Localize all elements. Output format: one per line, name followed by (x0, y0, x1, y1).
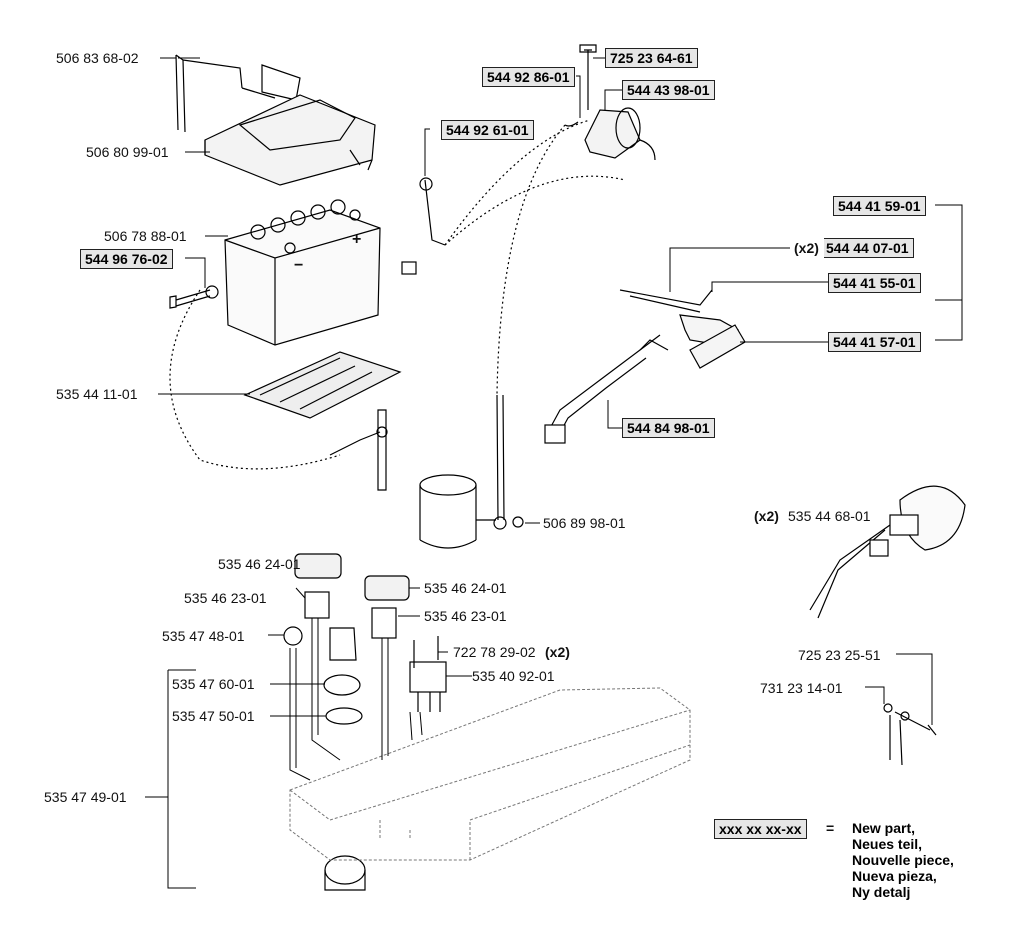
battery-minus-mark: − (294, 257, 304, 274)
starter-solenoid (564, 44, 656, 161)
relay (409, 661, 447, 693)
box-544-84-98-01: 544 84 98-01 (622, 418, 715, 438)
ignition-switch (324, 870, 366, 891)
safety-switch-harness (544, 289, 746, 444)
switch-wiring (289, 618, 423, 781)
legend-line-de: Neues teil, (852, 836, 923, 852)
label-722-78-29-02: 722 78 29-02 (453, 644, 536, 660)
box-544-92-86-01: 544 92 86-01 (482, 67, 575, 87)
battery-bolt (169, 285, 219, 309)
battery-mat (243, 351, 402, 419)
legend-line-sv: Ny detalj (852, 884, 911, 900)
label-725-23-25-51: 725 23 25-51 (798, 647, 881, 663)
label-535-47-49-01: 535 47 49-01 (44, 789, 127, 805)
battery-plus-mark: + (352, 231, 362, 248)
battery (224, 199, 381, 346)
label-535-46-23-01-b: 535 46 23-01 (424, 608, 507, 624)
box-544-96-76-02: 544 96 76-02 (80, 249, 173, 269)
key-grommet (323, 674, 361, 696)
label-535-47-48-01: 535 47 48-01 (162, 628, 245, 644)
rocker-switch (371, 607, 397, 639)
battery-cover (204, 94, 376, 186)
legend-line-en: New part, (852, 820, 916, 836)
switch-cover (294, 553, 342, 579)
label-535-44-68-01: 535 44 68-01 (788, 508, 871, 524)
label-506-89-98-01: 506 89 98-01 (543, 515, 626, 531)
box-544-41-57-01: 544 41 57-01 (828, 332, 921, 352)
label-535-47-60-01: 535 47 60-01 (172, 676, 255, 692)
positive-cable (419, 177, 446, 246)
motor-cable (493, 394, 507, 530)
box-544-43-98-01: 544 43 98-01 (622, 80, 715, 100)
legend-line-es: Nueva pieza, (852, 868, 937, 884)
box-544-92-61-01: 544 92 61-01 (441, 120, 534, 140)
box-544-41-55-01: 544 41 55-01 (828, 273, 921, 293)
label-506-83-68-02: 506 83 68-02 (56, 50, 139, 66)
qty-x2: (x2) (545, 644, 570, 660)
label-535-40-92-01: 535 40 92-01 (472, 668, 555, 684)
label-535-46-23-01-a: 535 46 23-01 (184, 590, 267, 606)
dash-panel (289, 687, 691, 861)
label-731-23-14-01: 731 23 14-01 (760, 680, 843, 696)
label-535-47-50-01: 535 47 50-01 (172, 708, 255, 724)
dotted-wire (444, 119, 591, 246)
legend-line-fr: Nouvelle piece, (852, 852, 954, 868)
dotted-wire (444, 175, 626, 246)
leader-lines (145, 57, 963, 889)
ground-cable (329, 409, 388, 491)
legend-sample-box: xxx xx xx-xx (714, 819, 807, 839)
switch-cover (364, 575, 410, 601)
label-535-44-11-01: 535 44 11-01 (56, 386, 138, 402)
box-725-23-64-61: 725 23 64-61 (605, 48, 698, 68)
rocker-switch (304, 591, 330, 619)
starter-motor (419, 474, 496, 549)
relay-pins (417, 692, 441, 712)
small-screw-assembly (883, 703, 937, 766)
key-washer (325, 707, 363, 725)
box-544-41-59-01: 544 41 59-01 (833, 196, 926, 216)
box-544-44-07-01: 544 44 07-01 (824, 238, 914, 258)
socket-outlet (283, 626, 303, 646)
label-506-78-88-01: 506 78 88-01 (104, 228, 187, 244)
motor-nut (512, 516, 524, 528)
qty-x2: (x2) (754, 508, 779, 524)
ignition-key (329, 627, 357, 661)
qty-x2: (x2) (794, 240, 819, 256)
safety-switch (809, 485, 966, 619)
battery-nut (401, 261, 417, 275)
relay-screws (413, 636, 439, 668)
label-535-46-24-01-a: 535 46 24-01 (218, 556, 301, 572)
label-506-80-99-01: 506 80 99-01 (86, 144, 169, 160)
dotted-wire (496, 124, 566, 396)
legend-equals: = (826, 820, 835, 836)
label-535-46-24-01-b: 535 46 24-01 (424, 580, 507, 596)
